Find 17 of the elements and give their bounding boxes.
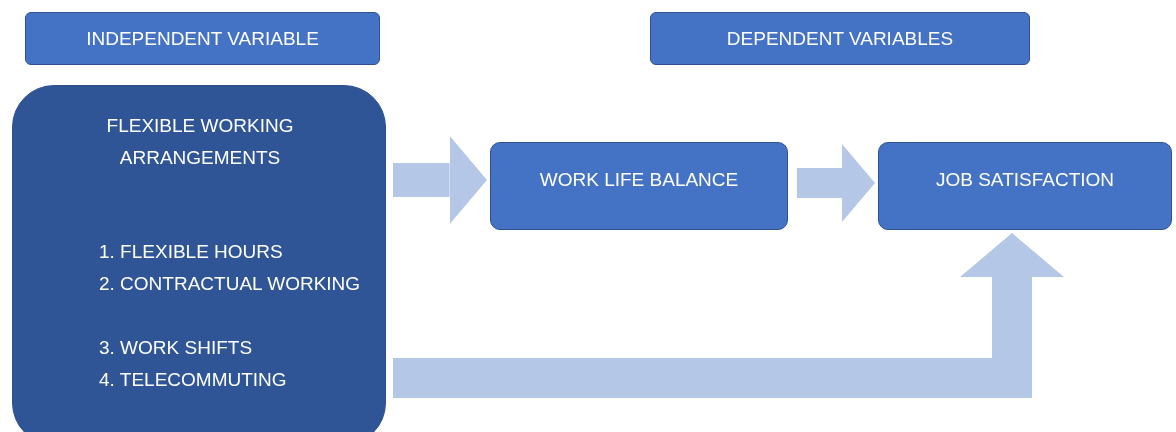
header-box xyxy=(650,12,1030,65)
box-label: FLEXIBLE WORKING ARRANGEMENTS xyxy=(105,114,295,170)
box-label: JOB SATISFACTION xyxy=(934,168,1116,192)
list-item: 1. FLEXIBLE HOURS xyxy=(99,240,284,264)
header-box xyxy=(25,12,380,65)
list-item: 4. TELECOMMUTING xyxy=(99,368,288,392)
list-item: 3. WORK SHIFTS xyxy=(99,336,254,360)
block-arrow xyxy=(393,233,1064,398)
block-arrow xyxy=(797,144,875,222)
process-box xyxy=(490,142,788,230)
box-label: WORK LIFE BALANCE xyxy=(538,168,740,192)
box-label: INDEPENDENT VARIABLE xyxy=(85,26,320,51)
process-box xyxy=(878,142,1172,230)
rounded-box xyxy=(12,85,386,432)
list-item: 2. CONTRACTUAL WORKING xyxy=(99,272,362,296)
box-label: DEPENDENT VARIABLES xyxy=(725,26,955,51)
block-arrow xyxy=(393,135,487,225)
